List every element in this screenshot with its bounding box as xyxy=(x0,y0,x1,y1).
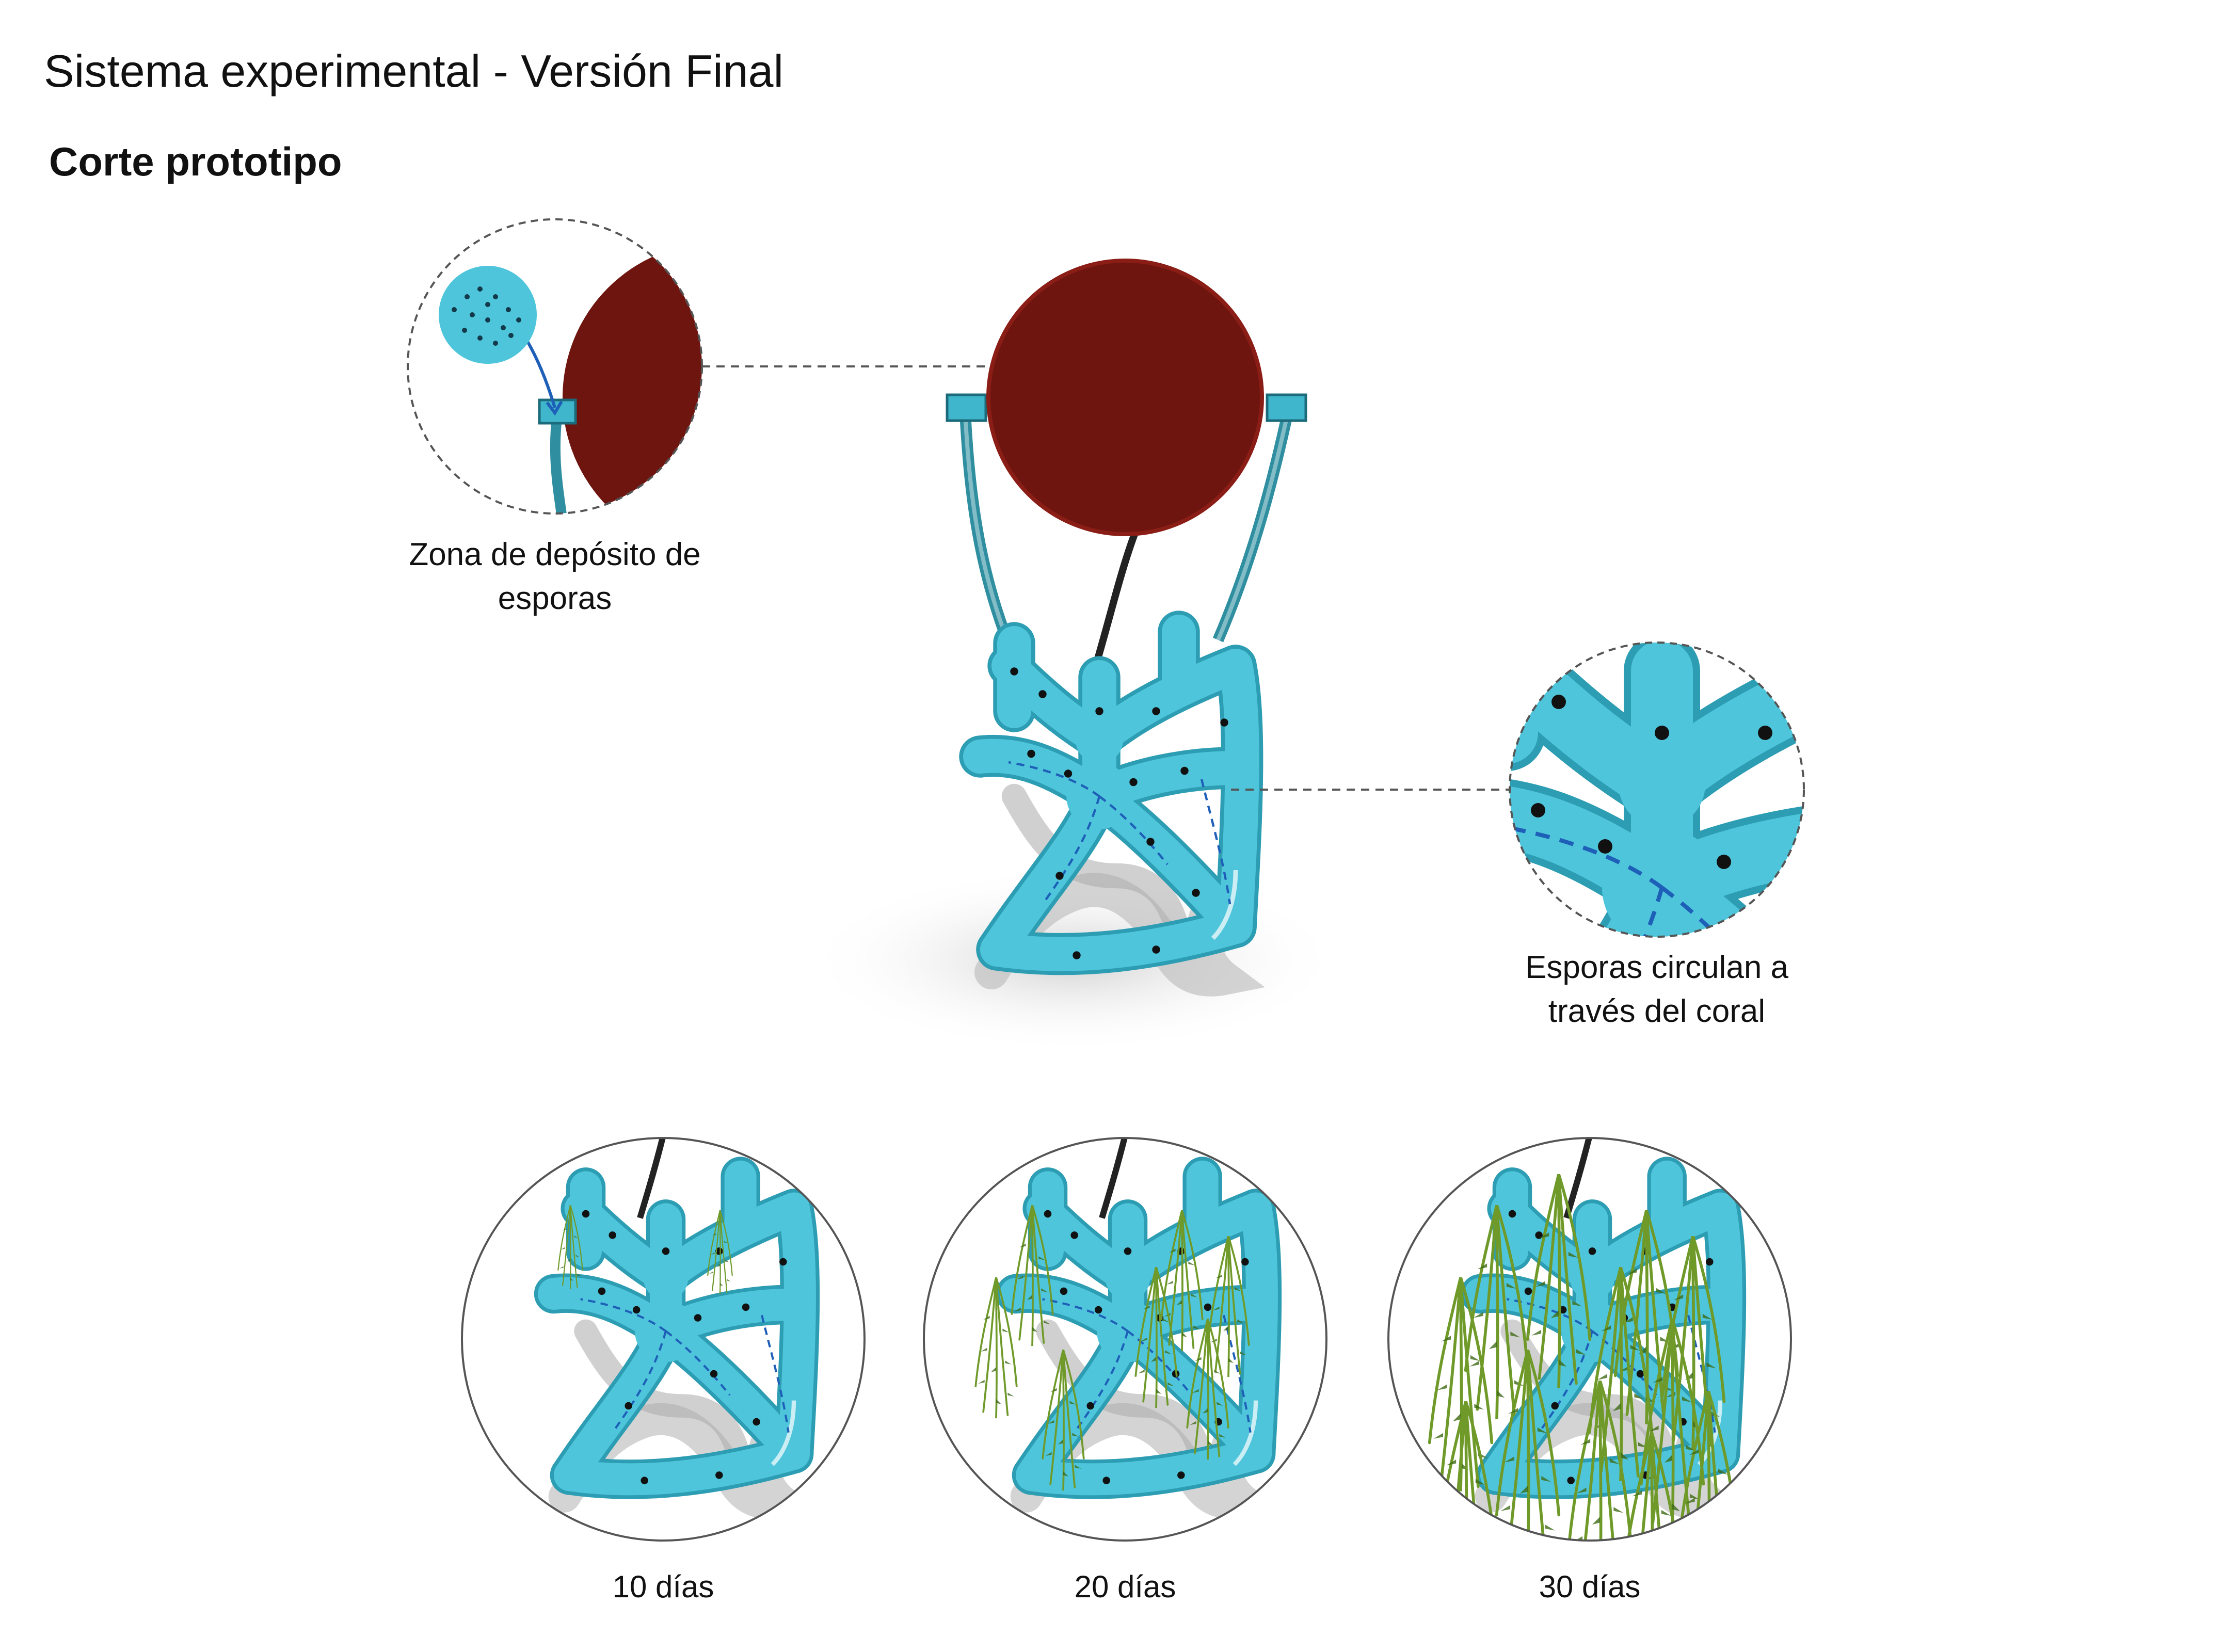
spore-drop-arrowhead xyxy=(546,400,563,416)
spore-deposit-sphere xyxy=(986,259,1264,536)
feed-tube xyxy=(1091,528,1139,675)
stage-30-days: 30 días xyxy=(1387,1137,1792,1604)
growth-stages: 10 días 20 días 30 días xyxy=(461,1137,1792,1604)
stage-tube xyxy=(637,1138,666,1219)
spore-drop-arrow xyxy=(522,334,556,408)
prototype-section xyxy=(805,259,1342,1053)
section-subtitle: Corte prototipo xyxy=(49,139,342,184)
stage-label: 30 días xyxy=(1539,1569,1641,1604)
spore-dots xyxy=(452,286,521,346)
callout-deposit: Zona de depósito de esporas xyxy=(407,218,988,616)
stage-10-days: 10 días xyxy=(461,1137,866,1604)
right-clamp xyxy=(1266,393,1307,422)
stage-label: 10 días xyxy=(613,1569,714,1604)
right-strap xyxy=(1212,411,1293,643)
label-circulation-line1: Esporas circulan a xyxy=(1525,950,1789,985)
right-strap-inner xyxy=(1216,412,1290,641)
circulation-detail-frame xyxy=(1509,641,1805,938)
page-title: Sistema experimental - Versión Final xyxy=(44,45,783,97)
stage-20-days: 20 días xyxy=(923,1137,1327,1604)
left-clamp xyxy=(946,393,987,422)
label-deposit-line2: esporas xyxy=(498,581,612,616)
detail-strap xyxy=(550,412,568,514)
stage-label: 20 días xyxy=(1075,1569,1176,1604)
label-deposit-line1: Zona de depósito de xyxy=(409,537,700,572)
callout-circulation: Esporas circulan a través del coral xyxy=(1231,588,1922,1221)
deposit-detail-frame xyxy=(407,218,703,515)
stage-frame xyxy=(1387,1137,1792,1542)
stage-frame xyxy=(923,1137,1327,1542)
detail-clamp xyxy=(538,398,577,425)
spore-cluster xyxy=(439,266,537,364)
stage-tube xyxy=(1099,1138,1128,1219)
stage-frame xyxy=(461,1137,866,1542)
deposit-sphere-detail xyxy=(563,243,702,514)
label-circulation-line2: través del coral xyxy=(1548,993,1765,1029)
coral-closeup xyxy=(1445,588,1922,1221)
